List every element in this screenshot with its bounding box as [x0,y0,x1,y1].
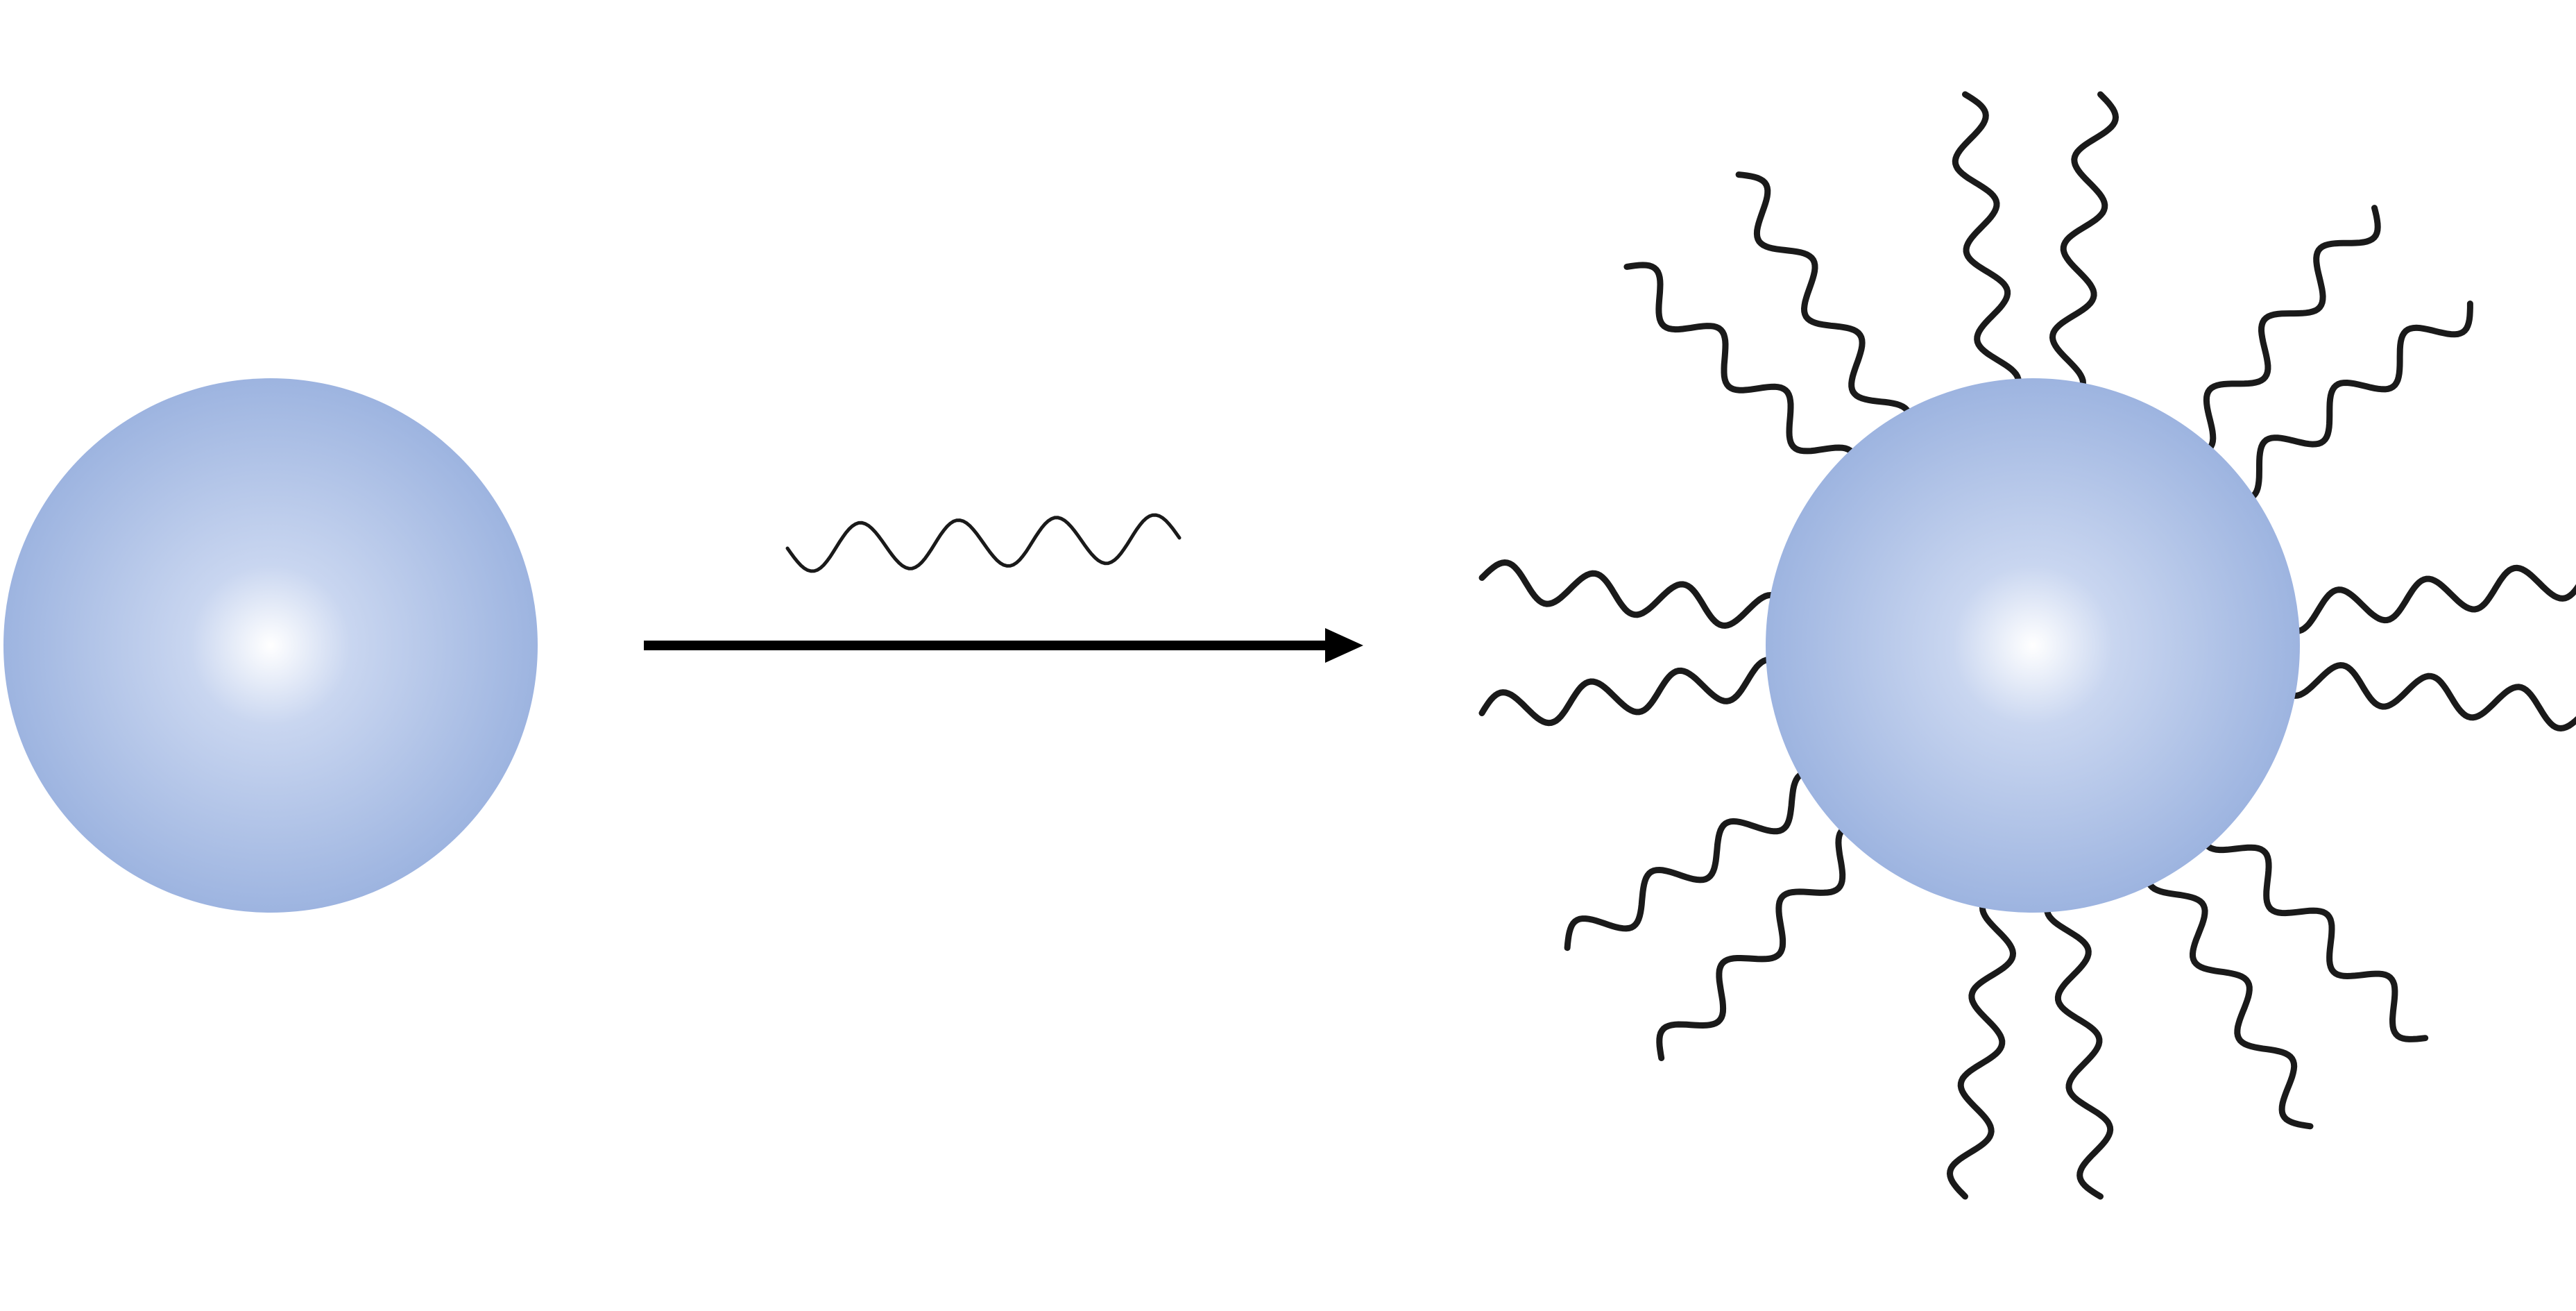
ligand-chain [2044,883,2114,1200]
ligand-chain [2270,661,2576,732]
ligand-chain [1735,171,1913,443]
ligand-chain [1478,657,1795,727]
wavy-chain-icon [785,513,1182,573]
arrow-head [1325,628,1363,663]
ligand-chain [2144,852,2314,1130]
reaction-arrow [644,628,1363,663]
ligand-chain [2200,814,2429,1042]
ligand-chain [2049,91,2119,408]
ligand-chain [2270,564,2576,634]
ligand-chain [1623,262,1859,483]
ligand-chain [1952,91,2022,408]
ligand-chain [1656,822,1874,1061]
ligand-chain [1478,559,1795,629]
ligand-chain [2221,301,2473,502]
ligand-chain [2179,205,2381,457]
bare-particle [3,378,538,913]
functionalized-particle [1766,378,2300,913]
ligand-chain [1946,883,2017,1200]
ligand-shell [1478,91,2576,1200]
ligand-chain [1564,769,1832,951]
